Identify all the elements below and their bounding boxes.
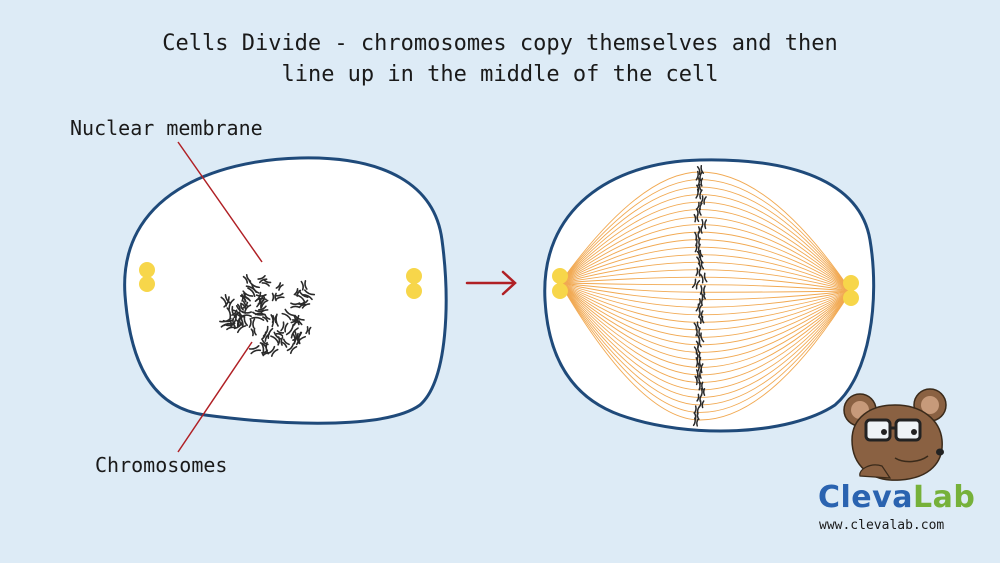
left-cell-centrosome-right xyxy=(406,268,422,299)
nuclear-membrane-label: Nuclear membrane xyxy=(70,116,263,140)
spindle-fibers xyxy=(559,171,852,421)
right-cell-centrosome-right xyxy=(843,275,859,306)
right-cell-centrosome-left xyxy=(552,268,568,299)
metaphase-chromosomes xyxy=(691,165,708,427)
chromosomes-pointer xyxy=(177,341,253,453)
clevalab-logo: ClevaLab xyxy=(818,480,975,515)
website-link[interactable]: www.clevalab.com xyxy=(819,518,945,533)
left-cell-membrane xyxy=(123,156,448,425)
left-cell-centrosome-left xyxy=(139,262,155,292)
nuclear-membrane-pointer xyxy=(177,141,263,263)
diagram-title: Cells Divide - chromosomes copy themselv… xyxy=(0,28,1000,90)
title-line-1: Cells Divide - chromosomes copy themselv… xyxy=(162,31,838,56)
logo-brand-part-1: Cleva xyxy=(818,480,913,515)
mouse-with-glasses-icon xyxy=(843,388,947,481)
right-arrow-icon xyxy=(465,270,517,296)
chromosome-cluster xyxy=(219,273,316,357)
title-line-2: line up in the middle of the cell xyxy=(281,62,719,87)
logo-brand-part-2: Lab xyxy=(912,480,976,515)
chromosomes-label: Chromosomes xyxy=(95,453,228,477)
